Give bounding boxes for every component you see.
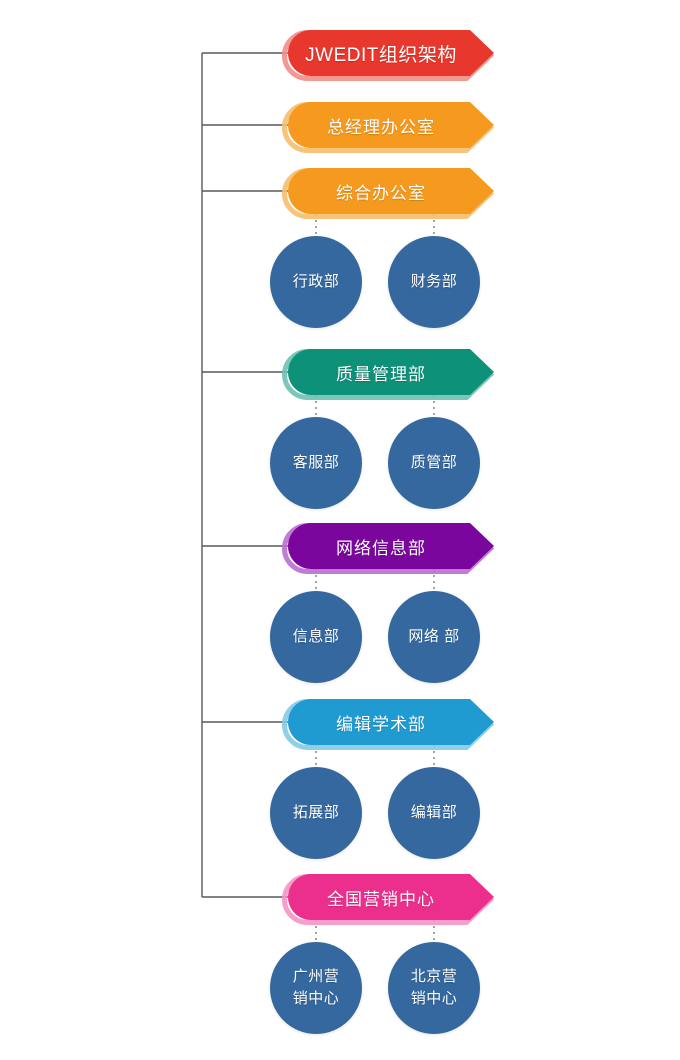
banner-root[interactable]: JWEDIT组织架构 — [282, 30, 495, 81]
circle-beijing-marketing-center[interactable]: 北京营销中心 — [388, 942, 480, 1034]
banner-label-root: JWEDIT组织架构 — [305, 44, 457, 66]
circle-admin-dept[interactable]: 行政部 — [270, 236, 362, 328]
banner-shape-general-affairs — [282, 168, 495, 219]
banner-fill — [288, 102, 494, 148]
circle-label-information-dept: 信息部 — [292, 628, 340, 645]
banner-fill — [288, 30, 494, 76]
circle-guangzhou-marketing-center[interactable]: 广州营销中心 — [270, 942, 362, 1034]
banner-national-marketing[interactable]: 全国营销中心 — [282, 874, 495, 925]
circle-label-quality-control-dept: 质管部 — [410, 454, 458, 471]
circle-quality-control-dept[interactable]: 质管部 — [388, 417, 480, 509]
circle-label-network-dept: 网络 部 — [408, 628, 460, 645]
banner-fill — [288, 874, 494, 920]
banner-fill — [288, 523, 494, 569]
banner-label-general-affairs: 综合办公室 — [336, 183, 426, 203]
circle-finance-dept[interactable]: 财务部 — [388, 236, 480, 328]
circle-customer-service-dept[interactable]: 客服部 — [270, 417, 362, 509]
banner-general-affairs[interactable]: 综合办公室 — [282, 168, 495, 219]
banner-network-information[interactable]: 网络信息部 — [282, 523, 495, 574]
banner-label-gm-office: 总经理办公室 — [327, 117, 435, 137]
banner-fill — [288, 699, 494, 745]
banner-label-quality-management: 质量管理部 — [336, 364, 426, 384]
banner-shape-root — [282, 30, 495, 81]
banner-editorial-academic[interactable]: 编辑学术部 — [282, 699, 495, 750]
banner-label-editorial-academic: 编辑学术部 — [336, 714, 426, 734]
banner-label-network-information: 网络信息部 — [336, 538, 426, 558]
circle-information-dept[interactable]: 信息部 — [270, 591, 362, 683]
circle-label-finance-dept: 财务部 — [410, 273, 458, 290]
circle-network-dept[interactable]: 网络 部 — [388, 591, 480, 683]
banner-shape-national-marketing — [282, 874, 495, 925]
banner-fill — [288, 168, 494, 214]
circle-label-expansion-dept: 拓展部 — [292, 804, 340, 821]
circle-label-guangzhou-marketing-center: 广州营销中心 — [292, 968, 340, 1007]
banner-gm-office[interactable]: 总经理办公室 — [282, 102, 495, 153]
circle-label-customer-service-dept: 客服部 — [292, 454, 340, 471]
banner-label-national-marketing: 全国营销中心 — [327, 889, 435, 909]
banner-shape-gm-office — [282, 102, 495, 153]
banner-shape-editorial-academic — [282, 699, 495, 750]
circle-label-beijing-marketing-center: 北京营销中心 — [410, 968, 458, 1007]
banner-quality-management[interactable]: 质量管理部 — [282, 349, 495, 400]
circle-label-admin-dept: 行政部 — [292, 273, 340, 290]
circle-label-editing-dept: 编辑部 — [410, 804, 458, 821]
banner-shape-quality-management — [282, 349, 495, 400]
banner-fill — [288, 349, 494, 395]
banner-shape-network-information — [282, 523, 495, 574]
circle-editing-dept[interactable]: 编辑部 — [388, 767, 480, 859]
circle-expansion-dept[interactable]: 拓展部 — [270, 767, 362, 859]
